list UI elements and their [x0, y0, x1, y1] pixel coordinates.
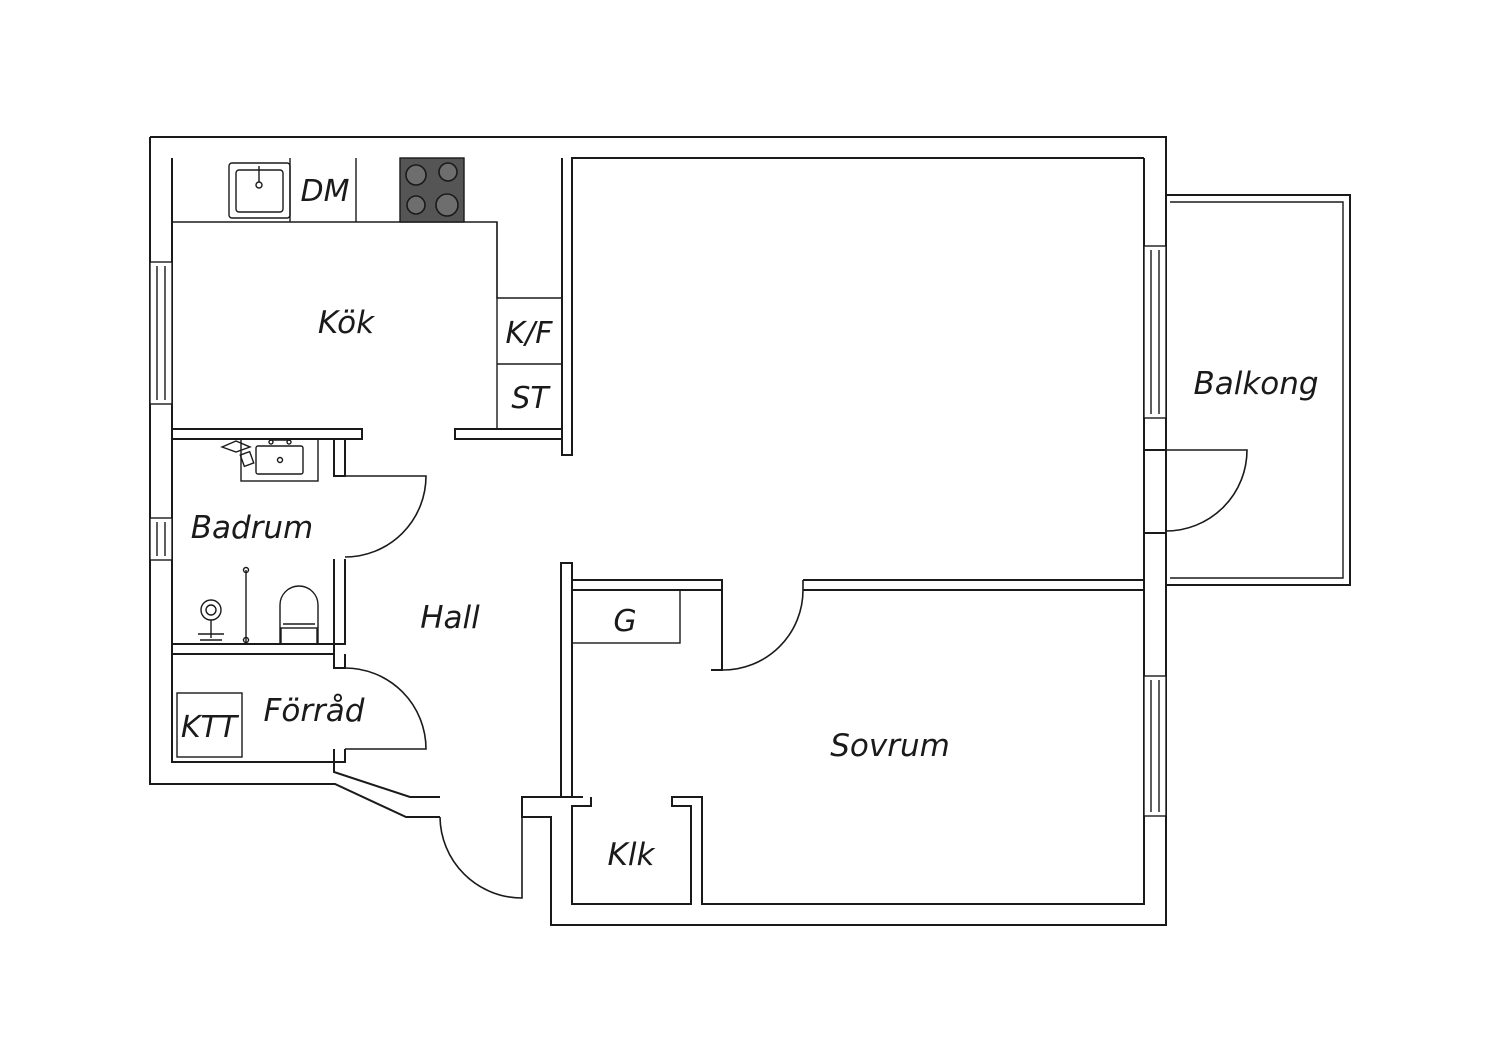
washbasin-icon — [240, 438, 319, 482]
fixture-label-water-heater: KTT — [181, 710, 240, 745]
door-bedroom — [722, 580, 804, 671]
interior-walls — [172, 428, 1166, 798]
room-label-bathroom: Badrum — [191, 510, 314, 546]
water-heater-box — [176, 692, 243, 758]
window-living — [1143, 245, 1167, 419]
labels: Kök Balkong Badrum Hall Förråd Sovrum Kl… — [181, 174, 1319, 873]
window-bedroom — [1143, 675, 1167, 817]
door-balcony — [1165, 449, 1248, 532]
room-label-hall: Hall — [420, 600, 480, 636]
tap-icon — [220, 440, 255, 468]
fixture-label-fridge-freezer: K/F — [505, 316, 553, 351]
shower-icon — [198, 566, 250, 644]
window-kitchen — [149, 261, 173, 405]
door-bathroom — [344, 475, 427, 558]
door-storage — [344, 667, 427, 750]
fixture-label-dishwasher: DM — [301, 174, 350, 209]
windows — [149, 245, 1167, 817]
wardrobe-box — [571, 589, 681, 644]
outer-walls — [149, 136, 1167, 926]
toilet-icon — [279, 585, 319, 645]
stove-icon — [399, 157, 465, 223]
room-label-bedroom: Sovrum — [830, 728, 950, 764]
fixture-label-cabinet: ST — [511, 381, 551, 416]
room-label-balcony: Balkong — [1193, 366, 1318, 402]
door-entrance — [439, 816, 523, 899]
window-bathroom — [149, 517, 173, 561]
bathroom-fixtures — [198, 438, 319, 645]
kitchen-fixtures — [172, 157, 562, 429]
fixture-boxes — [176, 589, 681, 758]
room-label-storage: Förråd — [264, 693, 365, 729]
fixture-label-wardrobe: G — [613, 604, 636, 639]
doors — [344, 449, 1248, 899]
balcony — [1166, 194, 1351, 586]
room-label-kitchen: Kök — [318, 305, 375, 341]
sink-icon — [228, 162, 291, 219]
room-label-closet: Klk — [608, 837, 656, 873]
